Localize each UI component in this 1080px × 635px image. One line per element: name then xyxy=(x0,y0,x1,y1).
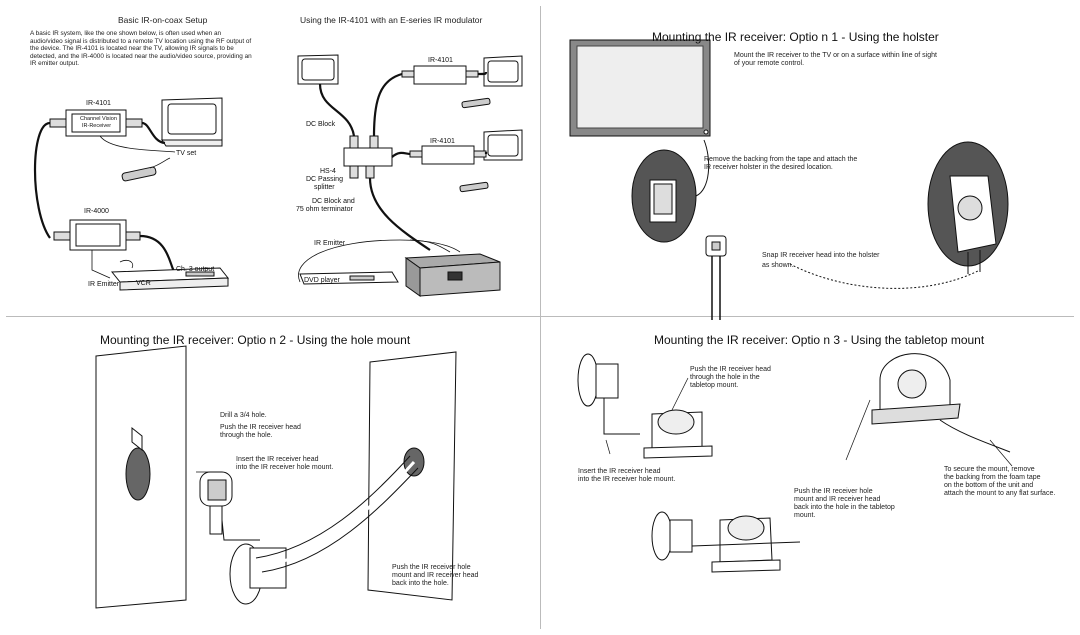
q3-note2-l2: IR receiver holster in the desired locat… xyxy=(704,164,833,171)
q2-label-dc-block: DC Block xyxy=(306,121,336,128)
q5-tabletop-mount-assembled xyxy=(871,353,961,425)
q4-panel-left xyxy=(95,345,187,609)
q3-tv-panel xyxy=(569,39,711,137)
q2-hs4-splitter xyxy=(343,135,393,179)
q2-label-dcb-1: DC Block and xyxy=(312,198,355,205)
q3-note3-l2: as shown. xyxy=(762,262,794,269)
q4-note4-l3: back into the hole. xyxy=(392,580,449,587)
q2-label-ir4101-top: IR-4101 xyxy=(428,57,453,64)
q2-label-hs4-2: DC Passing xyxy=(306,176,343,183)
q4-note4-l2: mount and IR receiver head xyxy=(392,572,479,579)
q4-note3-l2: into the IR receiver hole mount. xyxy=(236,464,334,471)
horizontal-divider xyxy=(6,316,1074,317)
q3-note1-l1: Mount the IR receiver to the TV or on a … xyxy=(734,52,937,59)
q3-note1-l2: of your remote control. xyxy=(734,60,805,67)
q2-tv-right-top xyxy=(483,55,523,87)
q5-receiver-head-top xyxy=(577,353,640,435)
q2-ir4101-top xyxy=(401,65,479,85)
q2-modulator xyxy=(404,253,501,297)
q1-label-brand: Channel Vision xyxy=(80,116,117,122)
q4-note2-l1: Push the IR receiver head xyxy=(220,424,301,431)
q1-remote xyxy=(121,157,171,182)
q5-note4-l4: attach the mount to any flat surface. xyxy=(944,490,1056,497)
q3-holster-large xyxy=(927,141,1009,274)
q1-tv-set xyxy=(161,97,223,147)
q5-note3-l3: back into the hole in the tabletop xyxy=(794,504,895,511)
q5-note4-l3: on the bottom of the unit and xyxy=(944,482,1034,489)
q2-label-ir4101-mid: IR-4101 xyxy=(430,138,455,145)
q3-note3-l1: Snap IR receiver head into the holster xyxy=(762,252,880,259)
q4-note4-l1: Push the IR receiver hole xyxy=(392,564,471,571)
q1-label-device: IR-Receiver xyxy=(82,123,112,129)
q5-note4-l2: the backing from the foam tape xyxy=(944,474,1041,481)
q5-note3-l2: mount and IR receiver head xyxy=(794,496,881,503)
q2-label-hs4-1: HS-4 xyxy=(320,168,336,175)
q5-note1-l3: tabletop mount. xyxy=(690,382,739,389)
q1-label-ir-emitter: IR Emitter xyxy=(88,281,120,288)
q2-dvd-player xyxy=(299,271,399,285)
q1-paragraph: A basic IR system, like the one shown be… xyxy=(30,30,252,68)
q5-note1-l2: through the hole in the xyxy=(690,374,760,381)
q4-note1: Drill a 3/4 hole. xyxy=(220,412,267,419)
q5-note3-l1: Push the IR receiver hole xyxy=(794,488,873,495)
q4-panel-right xyxy=(367,351,457,601)
q5-tabletop-mount-bottom xyxy=(711,515,781,573)
q4-title: Mounting the IR receiver: Optio n 2 - Us… xyxy=(100,333,411,347)
q5-note2-l1: Insert the IR receiver head xyxy=(578,468,661,475)
q1-ir4000-device xyxy=(53,219,141,251)
q5-note2-l2: into the IR receiver hole mount. xyxy=(578,476,676,483)
q1-ir4101-device xyxy=(49,109,143,137)
q3-title: Mounting the IR receiver: Optio n 1 - Us… xyxy=(652,30,939,44)
q2-tv-left xyxy=(297,54,339,85)
q4-hole-mount-upper xyxy=(199,471,233,535)
q5-title: Mounting the IR receiver: Optio n 3 - Us… xyxy=(654,333,985,347)
q5-receiver-head-bottom xyxy=(651,511,693,561)
q2-title: Using the IR-4101 with an E-series IR mo… xyxy=(300,15,483,25)
q3-receiver-head xyxy=(705,235,727,320)
q2-label-dcb-2: 75 ohm terminator xyxy=(296,206,353,213)
q4-note2-l2: through the hole. xyxy=(220,432,273,439)
q4-note3-l1: Insert the IR receiver head xyxy=(236,456,319,463)
q5-note1-l1: Push the IR receiver head xyxy=(690,366,771,373)
q2-ir4101-mid xyxy=(409,145,487,165)
q1-vcr xyxy=(110,267,230,291)
q1-label-ir4101: IR-4101 xyxy=(86,100,111,107)
q5-tabletop-mount-top xyxy=(643,409,713,459)
q3-note2-l1: Remove the backing from the tape and att… xyxy=(704,156,858,163)
vertical-divider xyxy=(540,6,541,629)
q5-note4-l1: To secure the mount, remove xyxy=(944,466,1035,473)
q5-note3-l4: mount. xyxy=(794,512,816,519)
q1-label-ir4000: IR-4000 xyxy=(84,208,109,215)
q2-label-dvd: DVD player xyxy=(304,277,340,284)
q1-label-tv-set: TV set xyxy=(176,150,197,157)
q2-label-hs4-3: splitter xyxy=(314,184,335,191)
q2-label-ir-emitter: IR Emitter xyxy=(314,240,346,247)
q1-label-vcr: VCR xyxy=(136,280,151,287)
q2-tv-right-mid xyxy=(483,129,523,161)
q1-label-ch3: Ch. 3 output xyxy=(176,266,215,273)
q1-title: Basic IR-on-coax Setup xyxy=(118,15,208,25)
q3-holster-small xyxy=(631,149,697,243)
